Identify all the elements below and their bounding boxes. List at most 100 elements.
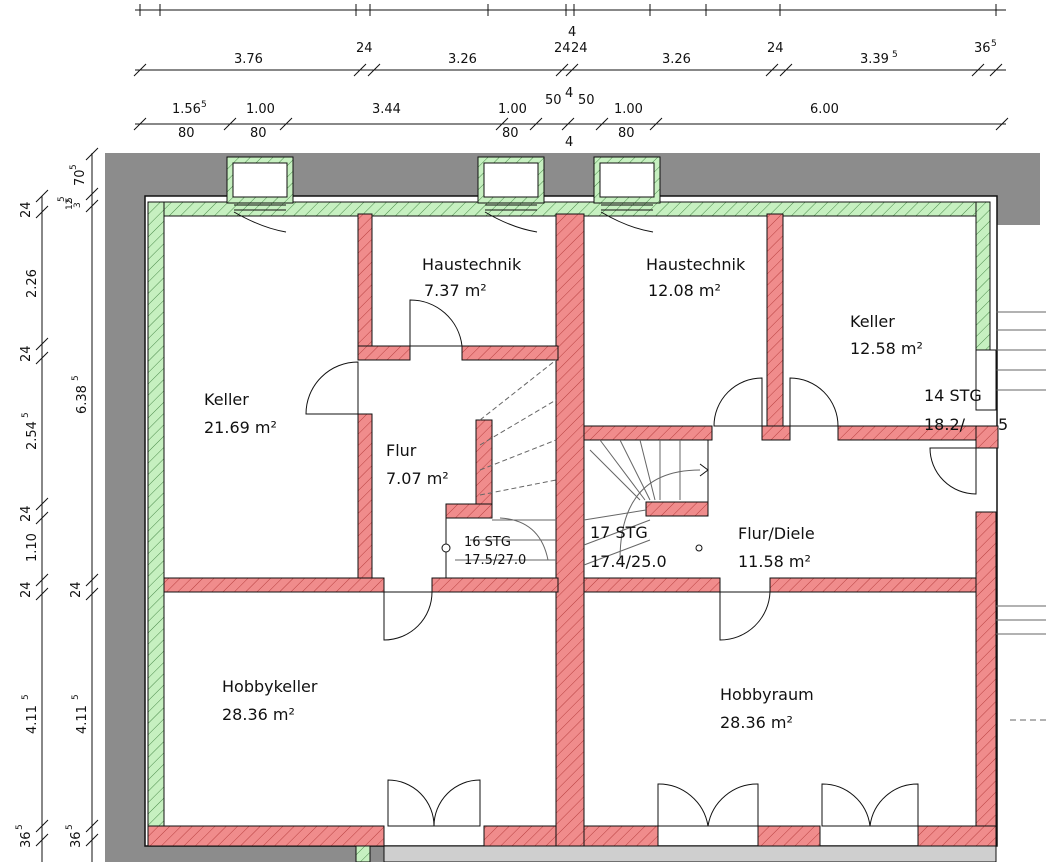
dim-sup: 5: [21, 694, 31, 700]
stair-ratio: 17.5/27.0: [464, 553, 526, 568]
dim-sup: 5: [71, 694, 81, 700]
dim-left-chain-2: 70 5 3 5 12 5 6.38 5 24 4.11 5 36 5: [57, 164, 90, 848]
dim-label: 36: [69, 831, 84, 848]
staircase-right: [975, 311, 1046, 721]
dim-label: 24: [767, 41, 784, 56]
dim-sup: 5: [57, 196, 67, 202]
stair-ratio: 18.2/: [924, 415, 966, 434]
room-name: Keller: [204, 390, 249, 409]
dim-label: 36: [974, 41, 991, 56]
dim-row1-cut: 4: [568, 25, 576, 40]
staircase-center: [583, 439, 709, 579]
room-flur-diele: Flur/Diele 11.58 m²: [738, 524, 815, 571]
dim-row-2: 1.56 5 80 1.00 80 3.44 1.00 80 50 4 50 4…: [172, 86, 839, 150]
dim-label: 1.10: [25, 533, 40, 562]
staircase-left: [441, 359, 557, 579]
room-keller-left: Keller 21.69 m²: [204, 390, 277, 437]
stair-steps: 14 STG: [924, 386, 982, 405]
room-area: 28.36 m²: [720, 713, 793, 732]
dim-label: 6.00: [810, 102, 839, 117]
dim-label: 24: [554, 41, 571, 56]
room-keller-right: Keller 12.58 m²: [850, 312, 923, 358]
dim-label: 3.26: [448, 52, 477, 67]
dim-label: 4.11: [75, 705, 90, 734]
dim-sup: 5: [71, 375, 81, 381]
dim-label: 24: [69, 581, 84, 598]
room-hobbykeller: Hobbykeller 28.36 m²: [222, 677, 318, 724]
dim-label: 4: [565, 86, 573, 101]
room-name: Flur: [386, 441, 417, 460]
room-area: 7.07 m²: [386, 469, 449, 488]
dim-label: 24: [19, 201, 34, 218]
dim-sup: 5: [201, 100, 207, 110]
room-area: 28.36 m²: [222, 705, 295, 724]
room-name: Hobbyraum: [720, 685, 814, 704]
room-name: Flur/Diele: [738, 524, 815, 543]
dim-sup: 5: [892, 50, 898, 60]
dim-sup: 5: [65, 197, 75, 203]
stair-labels: 16 STG 17.5/27.0 17 STG 17.4/25.0 14 STG…: [464, 386, 1008, 571]
dim-label: 80: [250, 126, 267, 141]
dim-label: 70: [73, 169, 88, 186]
room-name: Hobbykeller: [222, 677, 318, 696]
dim-sup: 5: [15, 824, 25, 830]
dim-label: 3: [73, 202, 83, 208]
dim-sup: 5: [991, 39, 997, 49]
room-area: 11.58 m²: [738, 552, 811, 571]
dim-label: 3.76: [234, 52, 263, 67]
dim-label: 1.00: [614, 102, 643, 117]
stair-ratio: 17.4/25.0: [590, 552, 667, 571]
room-area: 12.58 m²: [850, 339, 923, 358]
dim-label: 3.26: [662, 52, 691, 67]
room-labels: Haustechnik 7.37 m² Haustechnik 12.08 m²…: [204, 255, 923, 732]
dim-label: 24: [571, 41, 588, 56]
dimension-ticks: [35, 4, 1009, 847]
dim-sup: 5: [21, 412, 31, 418]
dim-label: 80: [178, 126, 195, 141]
dim-label: 80: [618, 126, 635, 141]
dim-label: 24: [19, 345, 34, 362]
room-area: 21.69 m²: [204, 418, 277, 437]
room-haustechnik-left: Haustechnik 7.37 m²: [422, 255, 522, 300]
dim-label: 50: [545, 93, 562, 108]
dim-label: 36: [19, 831, 34, 848]
room-name: Keller: [850, 312, 895, 331]
dim-label: 24: [19, 581, 34, 598]
bottom-strip: [355, 845, 997, 862]
room-name: Haustechnik: [422, 255, 522, 274]
dim-label: 2.26: [25, 269, 40, 298]
dim-label: 1.56: [172, 102, 201, 117]
dim-label: 24: [19, 505, 34, 522]
room-name: Haustechnik: [646, 255, 746, 274]
room-area: 12.08 m²: [648, 281, 721, 300]
dim-label: 6.38: [75, 385, 90, 414]
dim-label: 4.11: [25, 705, 40, 734]
dim-label: 2.54: [25, 421, 40, 450]
room-haustechnik-right: Haustechnik 12.08 m²: [646, 255, 746, 300]
stair-ratio-end: 5: [998, 415, 1008, 434]
exterior-walls: [147, 201, 991, 843]
light-wells: [226, 156, 661, 204]
dim-row-1: 4 3.76 24 3.26 24 24 3.26 24 3.39 5 36 5: [234, 25, 997, 67]
dim-label: 3.39: [860, 52, 889, 67]
dim-label: 80: [502, 126, 519, 141]
windows: [233, 204, 654, 233]
dim-sup: 5: [69, 164, 79, 170]
dim-label: 1.00: [246, 102, 275, 117]
dim-label: 12: [65, 199, 75, 210]
dimension-lines: [41, 9, 1006, 862]
dim-label: 4: [565, 135, 573, 150]
room-hobbyraum: Hobbyraum 28.36 m²: [720, 685, 814, 732]
room-area: 7.37 m²: [424, 281, 487, 300]
dim-left-chain-1: 24 2.26 24 2.54 5 24 1.10 24 4.11 5 36 5: [15, 201, 40, 848]
dim-label: 3.44: [372, 102, 401, 117]
dim-label: 1.00: [498, 102, 527, 117]
stair-steps: 17 STG: [590, 523, 648, 542]
dim-label: 50: [578, 93, 595, 108]
stair-steps: 16 STG: [464, 535, 511, 550]
dim-sup: 5: [65, 824, 75, 830]
room-flur: Flur 7.07 m²: [386, 441, 449, 488]
dim-label: 24: [356, 41, 373, 56]
door-swings: [305, 299, 977, 827]
